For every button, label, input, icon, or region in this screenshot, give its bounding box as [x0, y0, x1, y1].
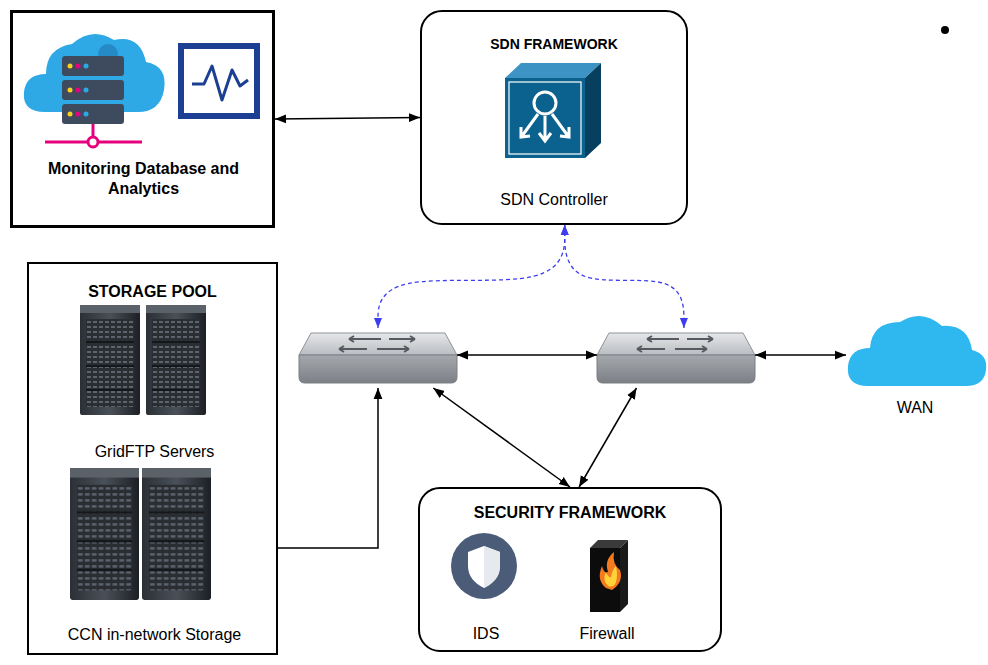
- box-heading: SDN FRAMEWORK: [434, 36, 674, 54]
- network-switch: [299, 328, 457, 388]
- bullet-dot: [941, 26, 949, 34]
- wan-cloud-node: WAN: [846, 318, 984, 424]
- monitor-icon: [181, 46, 257, 116]
- cloud-server-icon: [24, 34, 165, 147]
- box-heading: Monitoring Database and Analytics: [39, 159, 249, 199]
- server-group: CCN in-network Storage: [40, 464, 269, 651]
- box-label: IDS: [443, 624, 529, 644]
- wan-cloud: [848, 316, 986, 386]
- monitoring-box: Monitoring Database and Analytics: [10, 10, 275, 228]
- data-link: [433, 388, 570, 487]
- box-label: SDN Controller: [434, 190, 674, 210]
- box-label: WAN: [850, 398, 980, 418]
- security-framework-box: SECURITY FRAMEWORK IDS Firewall: [418, 487, 722, 652]
- data-link: [579, 388, 636, 487]
- data-link: [275, 118, 420, 120]
- gridftp-server-icon: [80, 305, 206, 415]
- data-link: [755, 354, 846, 356]
- box-heading: STORAGE POOL: [38, 282, 268, 302]
- data-link: [457, 354, 597, 356]
- network-switch: [597, 328, 755, 388]
- box-label: GridFTP Servers: [50, 442, 260, 462]
- switch-symbol: [299, 333, 457, 383]
- ccn-storage-icon: [70, 468, 211, 600]
- data-link: [278, 388, 378, 548]
- storage-pool-box: STORAGE POOL GridFTP ServersCCN in-networ…: [27, 262, 278, 655]
- controller-icon: [505, 63, 601, 158]
- box-label: Firewall: [563, 624, 651, 644]
- firewall-icon: [590, 540, 628, 612]
- ids-icon: [451, 533, 517, 599]
- box-heading: SECURITY FRAMEWORK: [425, 503, 715, 523]
- control-link: [565, 225, 684, 328]
- ids-node: IDS: [442, 530, 530, 650]
- firewall-node: Firewall: [562, 530, 652, 650]
- switch-symbol: [597, 333, 755, 383]
- box-label: CCN in-network Storage: [42, 625, 267, 645]
- control-link: [378, 225, 565, 328]
- framework-box: SDN FRAMEWORK SDN Controller: [420, 10, 688, 225]
- server-group: GridFTP Servers: [47, 302, 262, 468]
